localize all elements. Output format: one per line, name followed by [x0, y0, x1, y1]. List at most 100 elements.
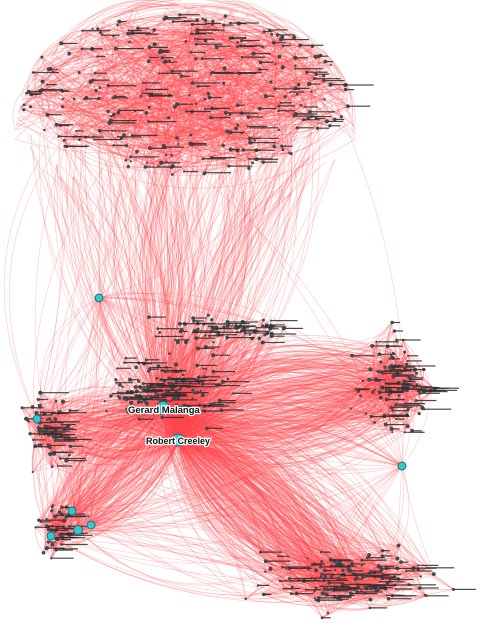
graph-node[interactable] [28, 105, 33, 109]
graph-node[interactable] [185, 110, 188, 113]
graph-node[interactable] [270, 32, 274, 36]
graph-node[interactable] [274, 62, 277, 66]
graph-node[interactable] [307, 568, 310, 571]
graph-node[interactable] [395, 338, 398, 342]
graph-node[interactable] [388, 357, 391, 360]
graph-node[interactable] [129, 155, 132, 159]
graph-node[interactable] [326, 611, 330, 615]
graph-node[interactable] [123, 361, 126, 364]
graph-node[interactable] [395, 587, 398, 591]
graph-node[interactable] [383, 365, 387, 369]
graph-node[interactable] [118, 383, 122, 387]
graph-node[interactable] [349, 407, 352, 410]
graph-node[interactable] [384, 372, 387, 375]
graph-node[interactable] [173, 104, 177, 109]
graph-node[interactable] [403, 431, 406, 434]
graph-node[interactable] [88, 79, 93, 84]
graph-node[interactable] [325, 587, 329, 591]
graph-node[interactable] [121, 385, 124, 388]
graph-node[interactable] [364, 412, 367, 415]
graph-node[interactable] [391, 409, 394, 412]
graph-node[interactable] [323, 98, 326, 101]
graph-node[interactable] [319, 585, 322, 588]
graph-node[interactable] [363, 585, 366, 588]
graph-node[interactable] [329, 63, 332, 67]
graph-node[interactable] [168, 352, 171, 355]
graph-node[interactable] [126, 165, 130, 169]
graph-node[interactable] [193, 37, 197, 40]
graph-node[interactable] [98, 86, 102, 89]
graph-node[interactable] [373, 421, 376, 424]
graph-node[interactable] [360, 558, 364, 562]
graph-node[interactable] [354, 387, 358, 391]
graph-node[interactable] [155, 376, 159, 380]
graph-node[interactable] [281, 44, 285, 47]
graph-node[interactable] [264, 570, 267, 573]
graph-node[interactable] [306, 557, 309, 560]
graph-node[interactable] [368, 606, 372, 610]
graph-node[interactable] [188, 94, 191, 97]
graph-node[interactable] [377, 588, 381, 592]
graph-node[interactable] [395, 556, 400, 561]
graph-node[interactable] [261, 45, 264, 49]
graph-node[interactable] [96, 27, 100, 31]
graph-node[interactable] [177, 142, 180, 146]
graph-node[interactable] [201, 17, 205, 21]
graph-node[interactable] [203, 18, 208, 23]
graph-node[interactable] [360, 564, 363, 567]
graph-node[interactable] [415, 371, 418, 375]
graph-node[interactable] [222, 81, 226, 85]
graph-node[interactable] [375, 340, 378, 343]
graph-node[interactable] [67, 51, 72, 56]
graph-node[interactable] [406, 359, 409, 363]
graph-node[interactable] [201, 157, 205, 160]
graph-node[interactable] [174, 362, 179, 367]
graph-node[interactable] [276, 555, 280, 558]
graph-node[interactable] [40, 55, 44, 59]
graph-node[interactable] [175, 136, 179, 140]
graph-node[interactable] [283, 94, 287, 99]
graph-node[interactable] [111, 392, 115, 395]
graph-node[interactable] [296, 82, 301, 87]
graph-node[interactable] [288, 151, 291, 155]
graph-node[interactable] [211, 19, 215, 24]
graph-node[interactable] [31, 71, 35, 74]
graph-node[interactable] [369, 569, 372, 573]
graph-node[interactable] [146, 384, 149, 387]
graph-node[interactable] [147, 105, 151, 109]
graph-node[interactable] [191, 397, 194, 400]
graph-node[interactable] [310, 90, 313, 93]
graph-node[interactable] [141, 81, 145, 85]
graph-node[interactable] [379, 360, 383, 364]
graph-node[interactable] [116, 23, 119, 27]
graph-node[interactable] [94, 89, 98, 93]
graph-node[interactable] [105, 409, 108, 413]
graph-node[interactable] [407, 354, 410, 357]
graph-node[interactable] [152, 42, 157, 47]
graph-node[interactable] [178, 387, 182, 391]
graph-node[interactable] [396, 543, 401, 548]
graph-node[interactable] [129, 160, 132, 163]
graph-node[interactable] [294, 67, 297, 70]
graph-node[interactable] [361, 379, 364, 383]
graph-node[interactable] [149, 56, 152, 59]
graph-node[interactable] [404, 362, 409, 367]
graph-node[interactable] [339, 115, 343, 119]
graph-node[interactable] [164, 153, 168, 157]
graph-node[interactable] [371, 390, 375, 394]
graph-node[interactable] [182, 170, 186, 173]
graph-node[interactable] [194, 42, 198, 46]
graph-node[interactable] [193, 391, 197, 395]
graph-node[interactable] [194, 102, 198, 106]
graph-node[interactable] [106, 83, 110, 87]
graph-node[interactable] [247, 166, 251, 170]
graph-node[interactable] [60, 105, 65, 109]
graph-node[interactable] [99, 31, 103, 35]
graph-node[interactable] [281, 35, 284, 38]
graph-node[interactable] [368, 367, 373, 372]
graph-node[interactable] [299, 104, 303, 107]
graph-node[interactable] [385, 594, 388, 597]
graph-node[interactable] [277, 54, 282, 59]
graph-node[interactable] [289, 592, 293, 596]
graph-node[interactable] [333, 568, 337, 572]
